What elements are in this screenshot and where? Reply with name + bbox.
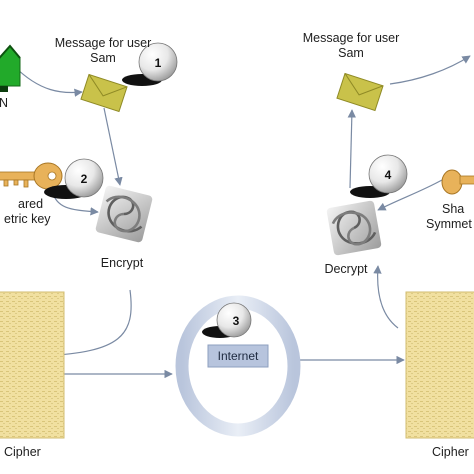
step-4-number: 4 [385, 168, 392, 182]
step-4-ball: 4 [350, 154, 408, 198]
swirl-icon [95, 185, 153, 243]
shared-key-label-left-line2: etric key [4, 212, 51, 226]
message-label-right-line2: Sam [338, 46, 364, 60]
decrypt-label: Decrypt [324, 262, 368, 276]
step-2-ball: 2 [44, 158, 104, 199]
internet-label: Internet [217, 349, 259, 363]
step-1-ball: 1 [122, 42, 178, 86]
arrow-sender-to-message [13, 65, 83, 97]
step-3-ball: 3 [202, 302, 252, 338]
key-icon [441, 169, 474, 195]
cipher-label-left: Cipher [4, 445, 41, 459]
shared-key-label-right-line1: Sha [442, 202, 465, 216]
shared-key-label-left: ared etric key [4, 197, 51, 227]
message-label-left-line2: Sam [90, 51, 116, 65]
envelope-icon [336, 72, 384, 112]
arrow-key-to-decrypt [377, 179, 443, 211]
step-2-number: 2 [81, 172, 88, 186]
shared-key-label-right: Sha Symmet [426, 202, 472, 232]
house-icon [0, 44, 21, 92]
internet-box [207, 344, 269, 368]
encrypt-label: Encrypt [100, 256, 144, 270]
shared-key-label-right-line2: Symmet [426, 217, 472, 231]
message-label-right-line1: Message for user [302, 31, 400, 45]
step-3-number: 3 [233, 314, 240, 328]
cipher-text-left [0, 291, 65, 439]
message-label-left-line1: Message for user [54, 36, 152, 50]
cipher-label-right: Cipher [432, 445, 469, 459]
arrow-message-to-encrypt [103, 107, 123, 186]
shared-key-label-left-line1: ared [18, 197, 44, 211]
envelope-icon [80, 73, 128, 113]
arrow-decrypt-to-message [347, 109, 357, 189]
swirl-icon [326, 200, 382, 256]
sender-label: N [0, 96, 9, 110]
cipher-text-right [405, 291, 474, 439]
message-label-left: Message for user Sam [48, 36, 158, 66]
arrow-encrypt-to-cipher [43, 289, 132, 360]
ring-icon [175, 295, 301, 437]
arrow-cipher-to-decrypt [373, 265, 399, 329]
key-icon [0, 162, 63, 190]
arrow-message-to-receiver [389, 55, 471, 85]
message-label-right: Message for user Sam [296, 31, 406, 61]
step-1-number: 1 [155, 56, 162, 70]
